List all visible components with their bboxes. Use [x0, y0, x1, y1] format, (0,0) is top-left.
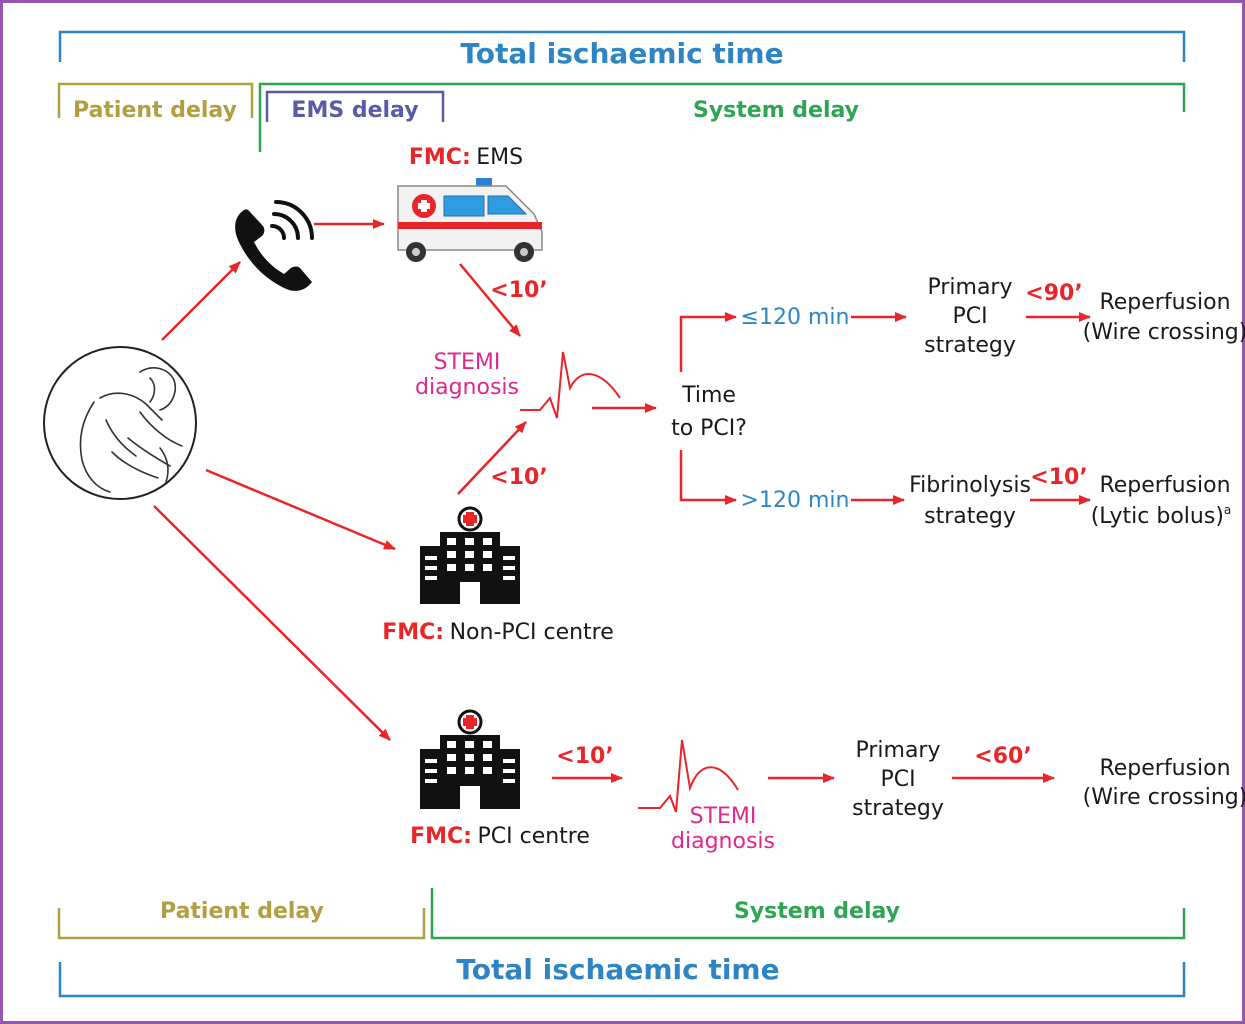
decision-line2: to PCI? [671, 416, 747, 441]
time-fibrinolysis: <10’ [1030, 465, 1087, 490]
primary-pci-top-line2: PCI [952, 304, 987, 329]
arrow-non-pci-to-diagnosis [457, 421, 527, 495]
primary-pci-bottom-line2: PCI [880, 767, 915, 792]
non-pci-hospital-icon [420, 506, 520, 604]
patient-delay-label-top: Patient delay [73, 98, 237, 123]
patient-delay-bracket-bottom [57, 908, 426, 940]
time-non-pci-to-diagnosis: <10’ [490, 465, 547, 490]
diagnosis-label-bottom: diagnosis [671, 829, 775, 854]
reperfusion-wire-bottom-line2: (Wire crossing) [1083, 785, 1245, 810]
time-primary-pci-bottom: <60’ [974, 744, 1031, 769]
ems-fmc-label: FMC: EMS [409, 144, 523, 170]
diagnosis-label-top: diagnosis [415, 375, 519, 400]
pci-centre-hospital-icon [420, 709, 520, 809]
ambulance-icon [397, 178, 543, 262]
total-time-label-bottom: Total ischaemic time [456, 953, 779, 986]
primary-pci-bottom-line3: strategy [852, 796, 944, 821]
primary-pci-top-line3: strategy [924, 333, 1016, 358]
stemi-label-top: STEMI [434, 350, 501, 375]
patient-chest-pain-icon [43, 346, 197, 500]
total-time-bracket-bottom [58, 962, 1186, 998]
branch-gt120-label: >120 min [741, 488, 850, 513]
branch-le120-label: ≤120 min [741, 305, 850, 330]
ecg-trace-bottom [638, 739, 739, 813]
pci-centre-fmc-label: FMC: PCI centre [410, 823, 590, 849]
primary-pci-top-line1: Primary [927, 275, 1012, 300]
reperfusion-lytic-line1: Reperfusion [1099, 473, 1230, 498]
total-time-label-top: Total ischaemic time [460, 37, 783, 70]
non-pci-fmc-label: FMC: Non-PCI centre [382, 619, 614, 645]
ems-delay-bracket [265, 90, 445, 122]
reperfusion-wire-top-line1: Reperfusion [1099, 290, 1230, 315]
stemi-label-bottom: STEMI [690, 804, 757, 829]
patient-delay-label-bottom: Patient delay [160, 899, 324, 924]
system-delay-label-bottom: System delay [734, 899, 900, 924]
time-ems-to-diagnosis: <10’ [490, 278, 547, 303]
ems-delay-label: EMS delay [291, 98, 418, 123]
time-primary-pci-top: <90’ [1025, 281, 1082, 306]
system-delay-bracket-top [258, 82, 1186, 152]
decision-line1: Time [681, 383, 736, 408]
reperfusion-wire-bottom-line1: Reperfusion [1099, 756, 1230, 781]
primary-pci-bottom-line1: Primary [855, 738, 940, 763]
arrow-decision-to-le120 [679, 312, 737, 372]
reperfusion-lytic-line2: (Lytic bolus)a [1091, 503, 1232, 529]
system-delay-bracket-bottom [430, 888, 1186, 940]
ecg-trace-top [520, 351, 621, 419]
patient-delay-bracket-top [57, 82, 254, 118]
arrow-patient-to-non-pci [205, 468, 396, 551]
phone-call-icon [235, 200, 314, 291]
time-pci-centre-to-diagnosis: <10’ [556, 744, 613, 769]
arrow-decision-to-gt120 [679, 450, 737, 505]
fibrinolysis-line1: Fibrinolysis [909, 473, 1031, 498]
system-delay-label-top: System delay [693, 98, 859, 123]
arrow-patient-to-phone [161, 261, 241, 341]
reperfusion-wire-top-line2: (Wire crossing) [1083, 320, 1245, 345]
arrow-patient-to-pci-centre [153, 505, 391, 741]
arrow-ems-to-diagnosis [459, 263, 521, 337]
fibrinolysis-line2: strategy [924, 504, 1016, 529]
total-time-bracket-top [58, 30, 1186, 62]
